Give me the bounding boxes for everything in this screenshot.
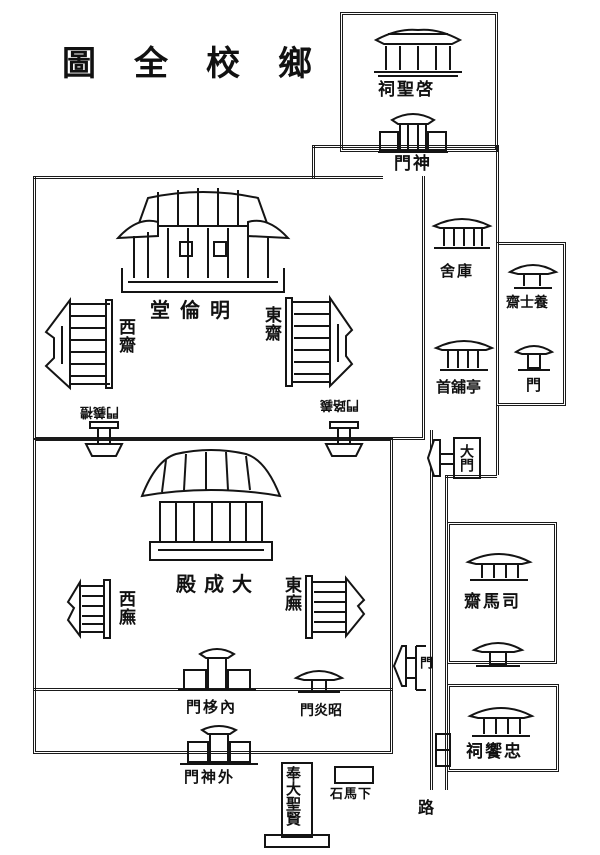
label-storehouse: 舍庫 xyxy=(440,262,475,280)
west-studio-building xyxy=(44,297,113,391)
sima-studio-building xyxy=(465,553,533,581)
right-gate xyxy=(324,421,364,457)
upper-wall-step xyxy=(312,145,315,179)
label-main-gate: 大門 xyxy=(458,444,474,472)
label-side-gate: 門 xyxy=(417,656,432,670)
shen-men-gate xyxy=(378,113,448,153)
zhongyi-enclosure xyxy=(447,684,559,772)
label-stele: 奉大聖賢 xyxy=(284,766,302,826)
upper-wall-top-left xyxy=(33,176,383,179)
side-gate-building xyxy=(392,645,426,691)
road-wall-right xyxy=(445,475,448,790)
label-left-ritual-gate: 門義禮 xyxy=(80,404,120,419)
road-wall-left xyxy=(430,430,433,790)
inner-gate-building xyxy=(178,648,256,691)
label-west-corridor: 西廡 xyxy=(115,590,135,626)
sima-enclosure xyxy=(447,522,557,664)
zhongyi-side-gate xyxy=(435,733,451,767)
label-qisheng-shrine: 祠聖啓 xyxy=(378,80,435,100)
map-title: 圖全校鄉 xyxy=(62,44,350,84)
label-shen-men: 門神 xyxy=(394,154,432,174)
upper-wall-top-right xyxy=(312,145,498,148)
label-zhao-gate: 門炎昭 xyxy=(300,703,342,719)
label-sima-studio: 齋馬司 xyxy=(464,592,521,612)
yangshi-annex-wall xyxy=(496,242,566,406)
stele xyxy=(281,762,313,838)
dismount-stone xyxy=(334,766,374,784)
outer-gate-building xyxy=(180,725,258,765)
label-minglun-hall: 堂倫明 xyxy=(150,298,240,322)
storehouse-building xyxy=(431,218,493,249)
label-east-corridor: 東廡 xyxy=(281,576,301,612)
main-gate-building xyxy=(426,437,481,479)
west-corridor-building xyxy=(66,578,111,639)
label-outer-gate: 門神外 xyxy=(184,768,236,786)
label-west-studio: 西齋 xyxy=(115,318,135,354)
upper-wall-right-low xyxy=(496,405,499,475)
label-inner-gate: 門栘內 xyxy=(186,698,238,716)
label-yangshi-gate: 門 xyxy=(526,376,544,394)
road-join xyxy=(445,475,497,478)
lower-compound-wall xyxy=(33,438,393,754)
yangshi-gate-building xyxy=(513,345,555,371)
upper-wall-right xyxy=(496,145,499,245)
label-dacheng-hall: 殿成大 xyxy=(176,572,260,596)
stele-base xyxy=(264,834,330,848)
qisheng-shrine-building xyxy=(373,28,463,77)
shoupu-pavilion-building xyxy=(433,340,495,371)
zhao-gate-building xyxy=(293,670,345,693)
sima-gate-building xyxy=(471,642,525,667)
east-corridor-building xyxy=(305,575,366,639)
yangshi-studio-building xyxy=(507,264,559,289)
zhongyi-shrine-building xyxy=(467,707,535,737)
label-road: 路 xyxy=(418,798,437,817)
label-right-gate: 門路義 xyxy=(320,397,360,412)
label-yangshi-studio: 齋士養 xyxy=(506,295,548,311)
label-east-studio: 東齋 xyxy=(261,306,281,342)
label-zhongyi-shrine: 祠饗忠 xyxy=(466,742,523,762)
label-dismount-stone: 石馬下 xyxy=(330,787,373,802)
minglun-hall-building xyxy=(115,188,291,293)
left-ritual-gate xyxy=(84,421,124,457)
dacheng-hall-building xyxy=(140,449,282,561)
east-studio-building xyxy=(285,294,354,389)
label-shoupu-pavilion: 首舖亭 xyxy=(436,378,482,396)
